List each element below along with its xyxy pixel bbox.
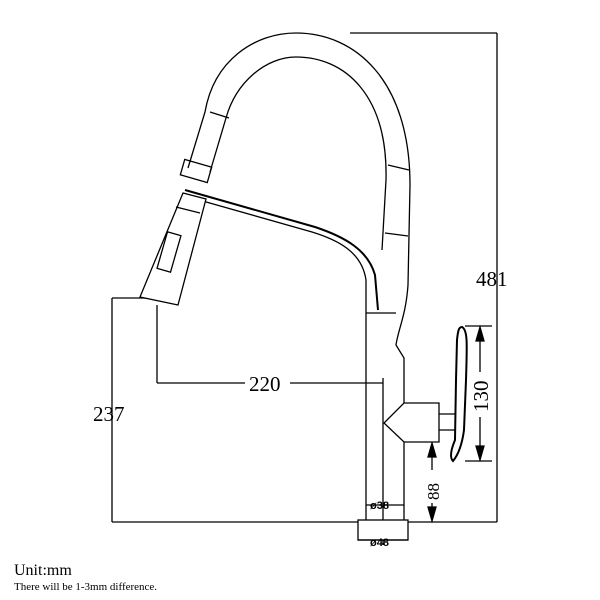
arrow-down-icon [475,445,485,463]
arch-segment [209,111,230,119]
arrow-up-icon [427,440,437,458]
faucet-outline [139,32,468,541]
arch-segment [387,164,410,171]
label-height-total: 481 [476,267,508,291]
collar [179,158,213,184]
arrow-up-icon [475,324,485,342]
spray-head [139,192,207,306]
arch-outer [187,32,411,520]
label-bg [245,372,290,394]
unit-label: Unit:mm [14,562,72,579]
spout-column [184,195,367,520]
label-base-diameter: ø48 [370,537,389,549]
dimension-lines [111,32,498,545]
arch-inner [209,56,387,251]
label-spout-height: 237 [93,402,125,426]
head-button [156,231,182,273]
handle-lever [449,325,468,463]
label-handle-height: 130 [469,381,493,413]
label-handle-offset: 88 [424,483,443,500]
hose [184,189,379,311]
tolerance-note: There will be 1-3mm difference. [14,581,158,593]
head-band [175,206,201,214]
arch-segment [384,232,409,237]
label-spout-reach: 220 [249,372,281,396]
arrow-down-icon [427,506,437,524]
label-body-diameter: ø38 [370,500,389,512]
handle-block [383,402,440,443]
